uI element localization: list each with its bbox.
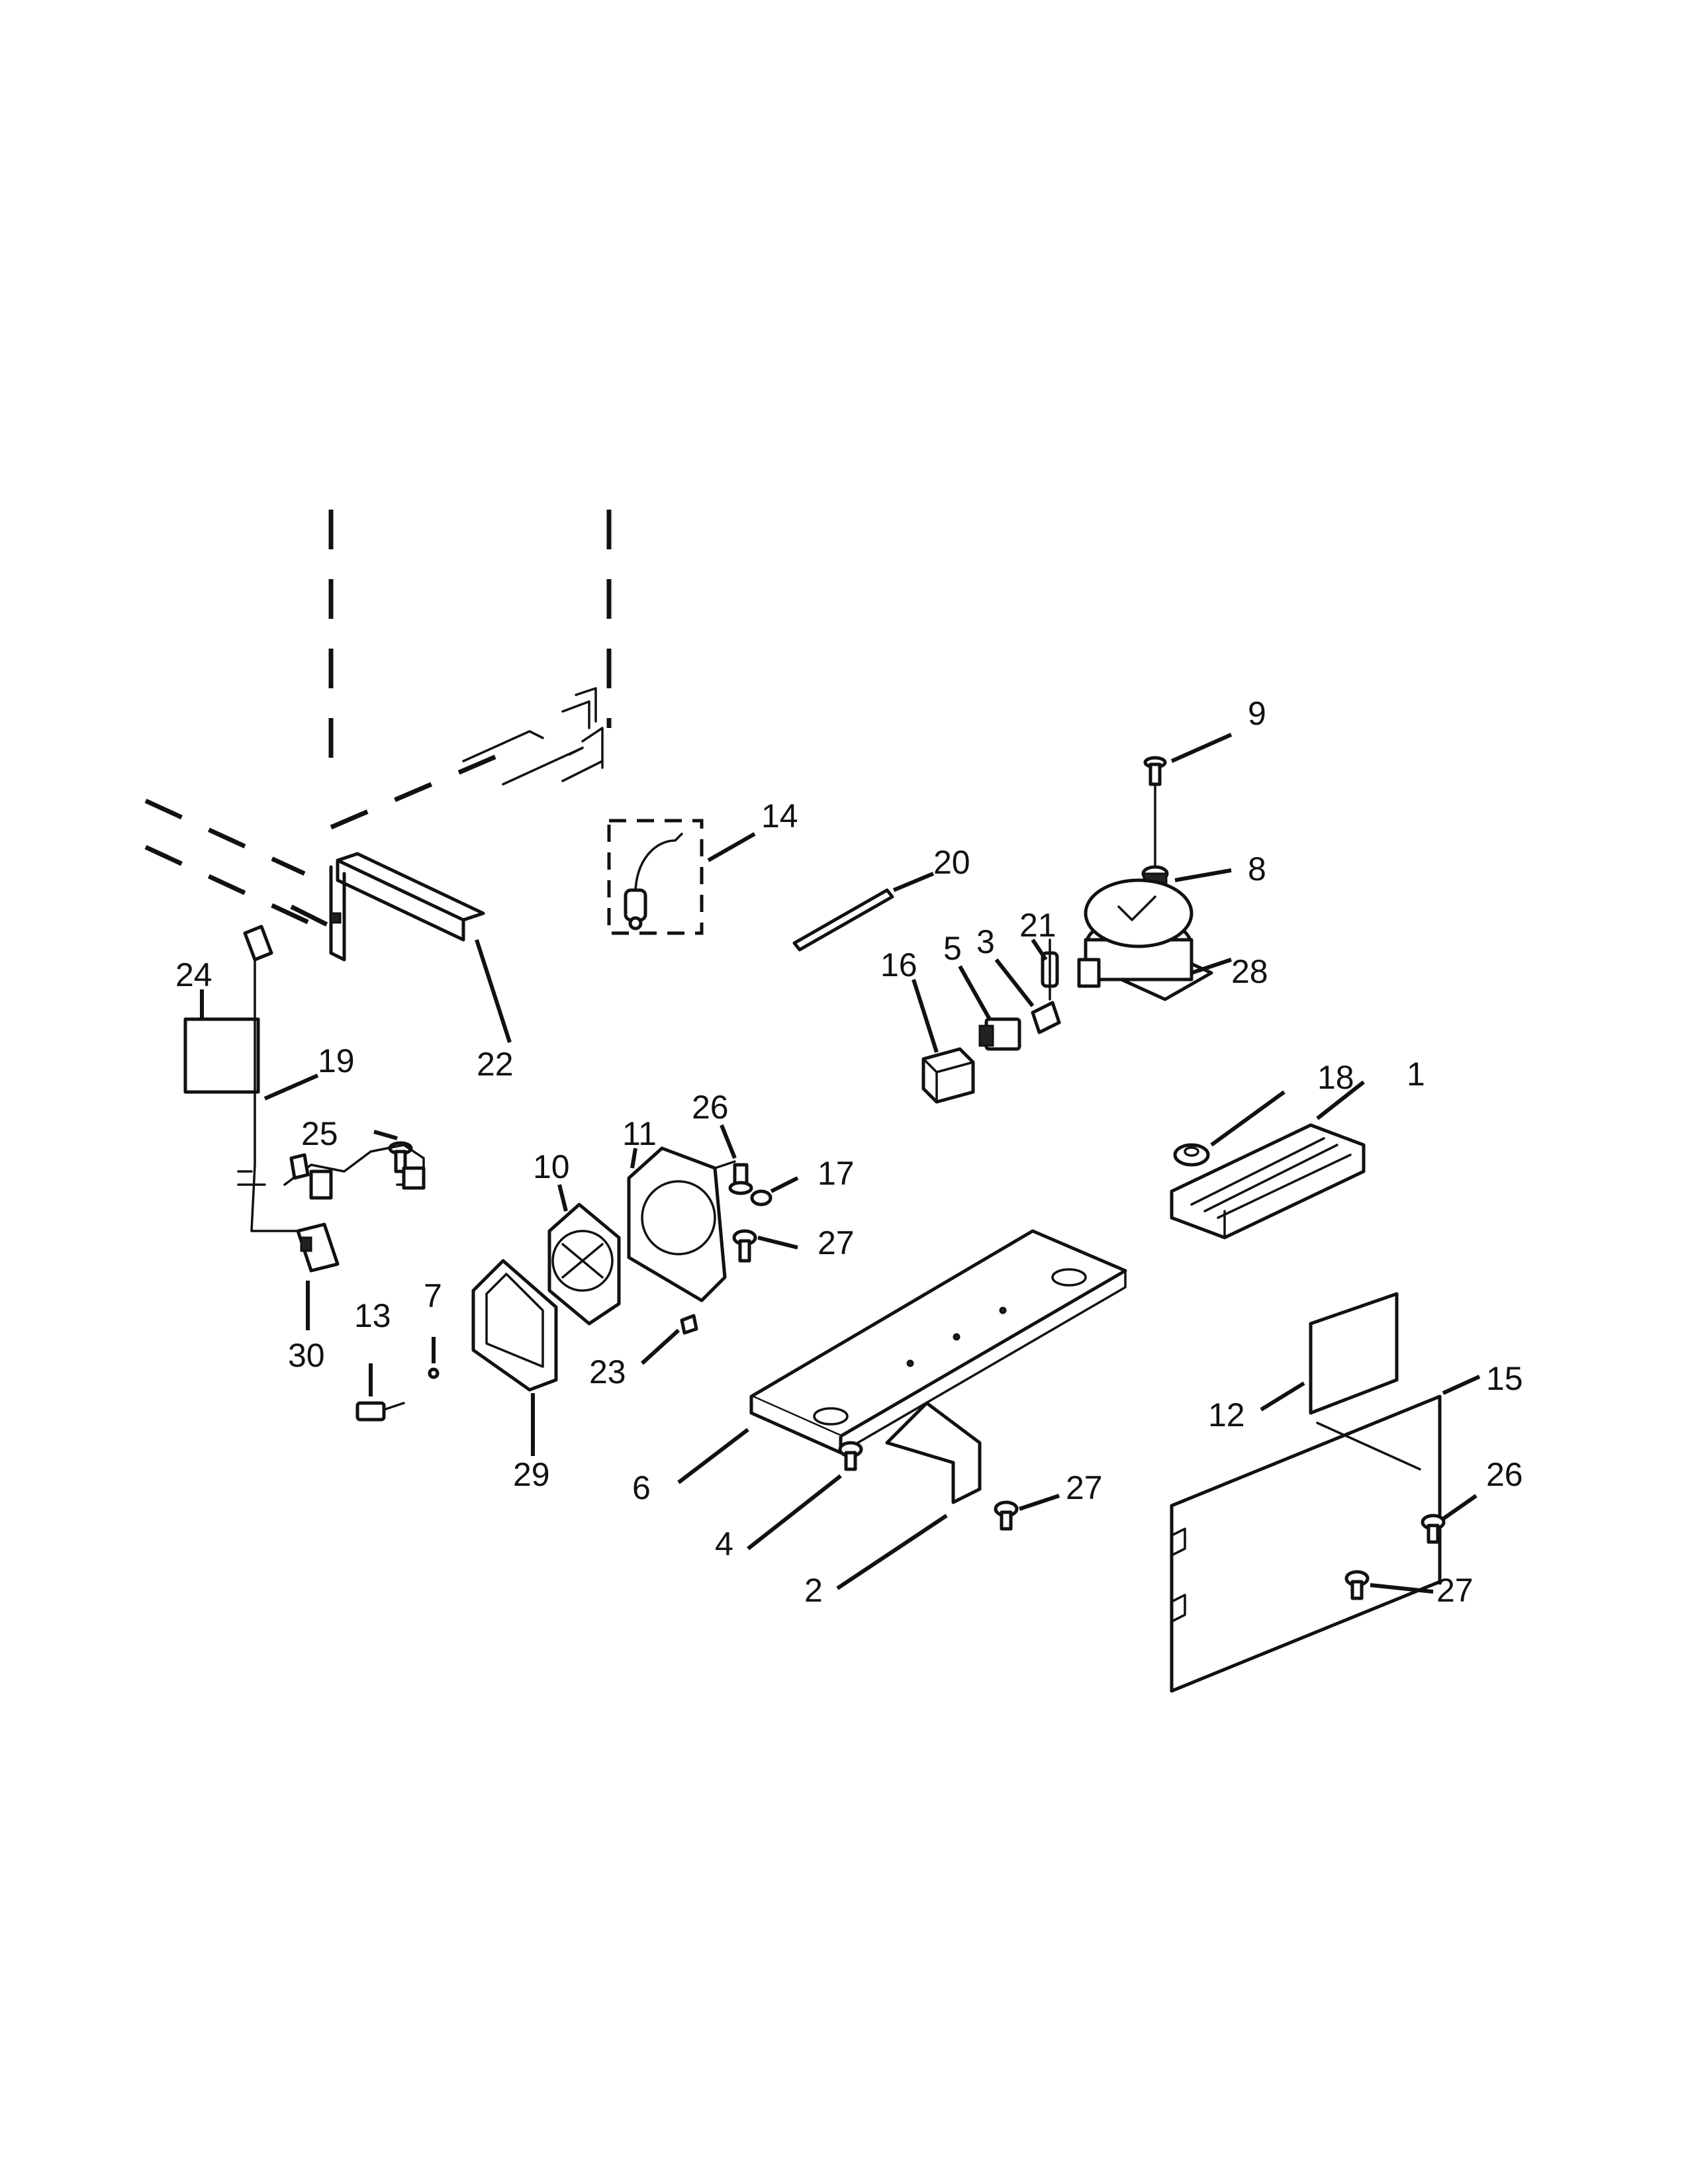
callout-8: 8 (1248, 850, 1266, 887)
part-23-clip (680, 1314, 698, 1335)
callout-30: 30 (288, 1337, 325, 1374)
callout-16: 16 (880, 946, 917, 983)
callout-13: 13 (354, 1297, 391, 1334)
part-10-fan (547, 1203, 621, 1326)
callout-5: 5 (943, 930, 962, 967)
part-11-bracket (627, 1146, 736, 1302)
callout-4: 4 (715, 1525, 733, 1563)
part-27-bolt-panel (1344, 1570, 1370, 1600)
part-9-bolt (1143, 756, 1167, 875)
callout-27-bracket: 27 (1066, 1469, 1103, 1506)
part-7-washer (428, 1367, 440, 1379)
part-28-compressor (1077, 878, 1213, 1001)
part-21-cylinder (1041, 938, 1059, 1001)
callout-18: 18 (1317, 1059, 1354, 1096)
callout-6: 6 (632, 1469, 651, 1506)
callout-15: 15 (1486, 1360, 1523, 1397)
part-29-gasket (471, 1259, 558, 1392)
callout-20: 20 (933, 844, 970, 881)
callout-9: 9 (1248, 695, 1266, 732)
part-25-harness (283, 1141, 426, 1200)
callout-1: 1 (1407, 1056, 1425, 1093)
part-13-screw (355, 1401, 405, 1422)
part-27-bolt-bracket (994, 1500, 1019, 1531)
callout-19: 19 (318, 1042, 355, 1079)
part-2-bracket (885, 1401, 982, 1504)
callout-26-panel: 26 (1486, 1456, 1523, 1493)
part-14-capacitor-kit (607, 819, 704, 935)
part-17-nut (750, 1189, 773, 1206)
callout-labels: 9 14 20 8 21 5 3 28 16 24 22 19 18 26 25… (175, 695, 1523, 1609)
callout-23: 23 (589, 1353, 626, 1390)
part-18-grommet (1173, 1143, 1210, 1167)
callout-11: 11 (622, 1115, 657, 1152)
callout-12: 12 (1208, 1396, 1245, 1433)
part-27-bolt-fan-bracket (732, 1229, 757, 1263)
callout-29: 29 (513, 1456, 550, 1493)
part-12-label (1309, 1292, 1399, 1415)
callout-21: 21 (1019, 907, 1056, 944)
callout-14: 14 (761, 797, 798, 835)
part-16-box (921, 1047, 975, 1104)
callout-27-panel: 27 (1436, 1572, 1474, 1609)
part-5-relay (978, 1017, 1021, 1051)
part-19-power-cord (183, 925, 306, 1232)
callout-10: 10 (533, 1148, 570, 1185)
callout-27-fan-bracket: 27 (818, 1224, 855, 1261)
callout-7: 7 (424, 1277, 442, 1314)
callout-22: 22 (477, 1046, 514, 1083)
callout-17: 17 (818, 1155, 855, 1192)
part-20-rod (792, 888, 894, 952)
callout-2: 2 (804, 1572, 823, 1609)
part-4-bolt (838, 1441, 863, 1471)
part-3-clip (1031, 1001, 1061, 1034)
callout-26-upper: 26 (692, 1089, 729, 1126)
cabinet-outline (144, 510, 612, 936)
callout-24: 24 (175, 956, 212, 993)
part-6-base-rail (749, 1229, 1127, 1455)
part-15-panel (1170, 1394, 1442, 1693)
callout-3: 3 (976, 923, 995, 960)
part-22-bracket (329, 852, 485, 962)
callout-28: 28 (1231, 953, 1268, 990)
part-1-tray (1170, 1123, 1366, 1240)
callout-arrows (200, 733, 1481, 1594)
part-30-clip (296, 1222, 340, 1273)
part-26-bolt-upper (728, 1163, 753, 1195)
callout-25: 25 (301, 1115, 338, 1152)
part-26-bolt-panel (1421, 1514, 1446, 1544)
